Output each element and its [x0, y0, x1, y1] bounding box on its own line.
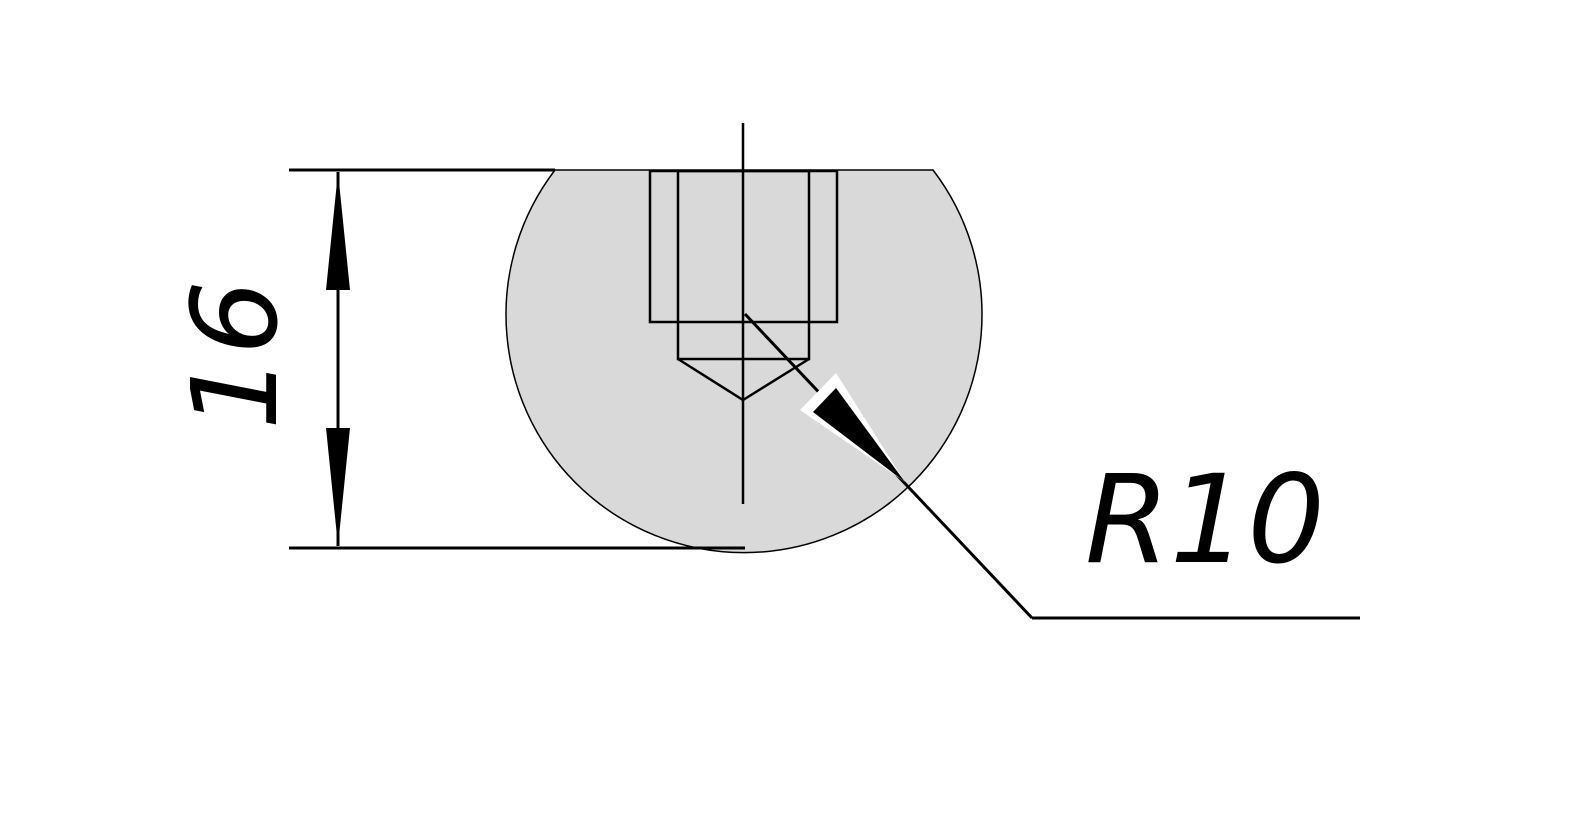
height-arrow-top — [326, 172, 350, 290]
height-dimension-label: 16 — [166, 280, 304, 430]
radius-arrow — [813, 388, 905, 482]
radius-dimension-label: R10 — [1085, 449, 1325, 591]
height-arrow-bottom — [326, 428, 350, 546]
